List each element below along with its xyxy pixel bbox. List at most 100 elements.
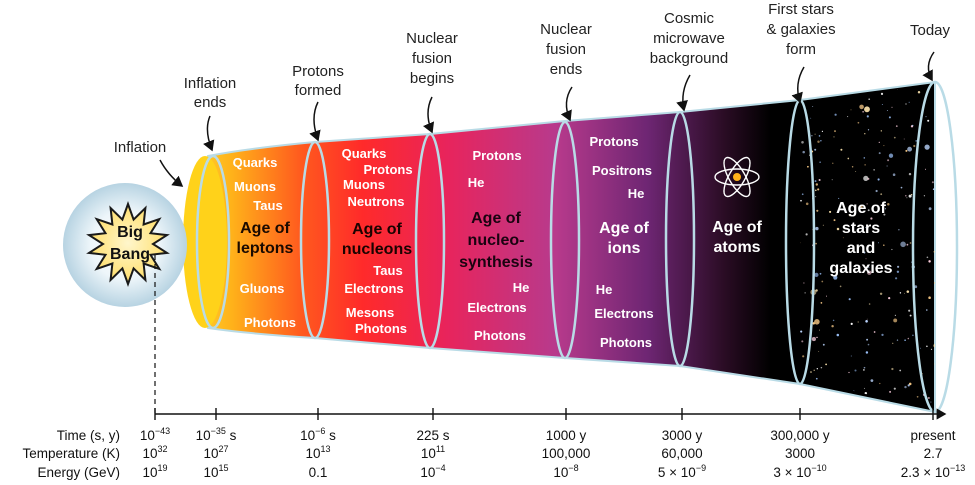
particle-label: Electrons xyxy=(344,281,403,296)
star-dot xyxy=(866,318,868,320)
star-dot xyxy=(937,296,939,298)
star-dot xyxy=(820,366,823,369)
star-dot xyxy=(820,302,823,304)
star-dot xyxy=(870,217,873,220)
star-dot xyxy=(873,169,875,171)
star-dot xyxy=(848,298,851,301)
star-dot xyxy=(864,164,866,166)
particle-label: Muons xyxy=(343,177,385,192)
star-dot xyxy=(899,407,900,408)
particle-label: Taus xyxy=(253,198,282,213)
star-dot xyxy=(928,207,932,211)
star-dot xyxy=(891,106,893,108)
star-dot xyxy=(842,237,844,239)
star-dot xyxy=(866,203,868,205)
star-dot xyxy=(863,175,869,182)
star-dot xyxy=(800,330,803,333)
star-dot xyxy=(849,396,852,400)
star-dot xyxy=(864,106,870,113)
star-dot xyxy=(817,140,820,143)
star-dot xyxy=(802,150,805,154)
era-boundary-ring xyxy=(911,80,959,414)
star-dot xyxy=(863,251,866,254)
event-arrow-inflation xyxy=(159,159,184,187)
star-dot xyxy=(891,248,893,251)
star-dot xyxy=(866,115,869,118)
axis-value-temp: 1013 xyxy=(305,444,330,461)
star-dot xyxy=(925,116,927,118)
star-dot xyxy=(905,103,907,105)
star-dot xyxy=(818,178,821,182)
era-boundary-ring xyxy=(299,140,331,340)
star-dot xyxy=(835,270,838,274)
era-boundary-ring xyxy=(195,154,231,330)
star-dot xyxy=(850,322,853,325)
axis-value-time: 10−35 s xyxy=(196,426,237,443)
star-dot xyxy=(919,347,921,349)
star-dot xyxy=(832,162,834,164)
star-dot xyxy=(819,161,821,163)
axis-row-label: Energy (GeV) xyxy=(37,465,120,480)
star-dot xyxy=(867,177,870,180)
star-dot xyxy=(891,367,894,371)
inflation-cap xyxy=(183,156,227,328)
star-dot xyxy=(821,280,824,283)
star-dot xyxy=(802,355,805,358)
star-dot xyxy=(896,339,899,341)
star-dot xyxy=(936,326,941,331)
star-dot xyxy=(893,387,896,390)
universe-cone xyxy=(198,80,936,414)
star-dot xyxy=(834,130,836,133)
axis-value-time: 225 s xyxy=(416,428,449,443)
star-dot xyxy=(911,124,914,127)
star-dot xyxy=(938,390,940,392)
star-dot xyxy=(863,366,866,369)
star-dot xyxy=(867,343,870,346)
star-dot xyxy=(835,87,838,90)
star-dot xyxy=(819,329,821,331)
axis-value-energy: 3 × 10−10 xyxy=(773,463,826,480)
particle-label: He xyxy=(596,282,613,297)
star-dot xyxy=(878,242,879,244)
star-dot xyxy=(865,226,867,229)
star-dot xyxy=(868,266,870,268)
star-dot xyxy=(883,213,886,216)
star-dot xyxy=(814,319,820,325)
star-dot xyxy=(864,133,866,135)
star-dot xyxy=(880,193,883,196)
star-dot xyxy=(867,270,872,275)
star-dot xyxy=(873,331,876,333)
star-dot xyxy=(811,337,816,342)
star-dot xyxy=(899,292,902,294)
star-dot xyxy=(860,205,863,208)
era-boundary-ring xyxy=(549,120,581,360)
star-dot xyxy=(913,144,916,148)
star-dot xyxy=(810,87,813,91)
star-dot xyxy=(881,103,883,106)
star-dot xyxy=(850,355,852,357)
star-dot xyxy=(879,292,883,296)
particle-label: Electrons xyxy=(594,306,653,321)
star-dot xyxy=(893,136,896,139)
star-dot xyxy=(928,296,931,299)
star-dot xyxy=(818,135,821,137)
star-dot xyxy=(805,233,808,236)
star-dot xyxy=(805,202,809,206)
star-dot xyxy=(819,272,822,275)
star-dot xyxy=(904,385,907,389)
star-dot xyxy=(801,193,804,196)
event-arrow-first-stars-galaxies-form xyxy=(791,66,805,104)
star-dot xyxy=(816,336,818,339)
star-dot xyxy=(810,371,812,373)
event-arrow-protons-formed xyxy=(309,101,321,142)
axis-value-temp: 60,000 xyxy=(661,446,702,461)
star-dot xyxy=(814,180,817,183)
star-dot xyxy=(863,369,865,371)
era-boundary-ring xyxy=(664,110,696,368)
star-dot xyxy=(815,196,817,198)
star-dot xyxy=(815,377,818,380)
